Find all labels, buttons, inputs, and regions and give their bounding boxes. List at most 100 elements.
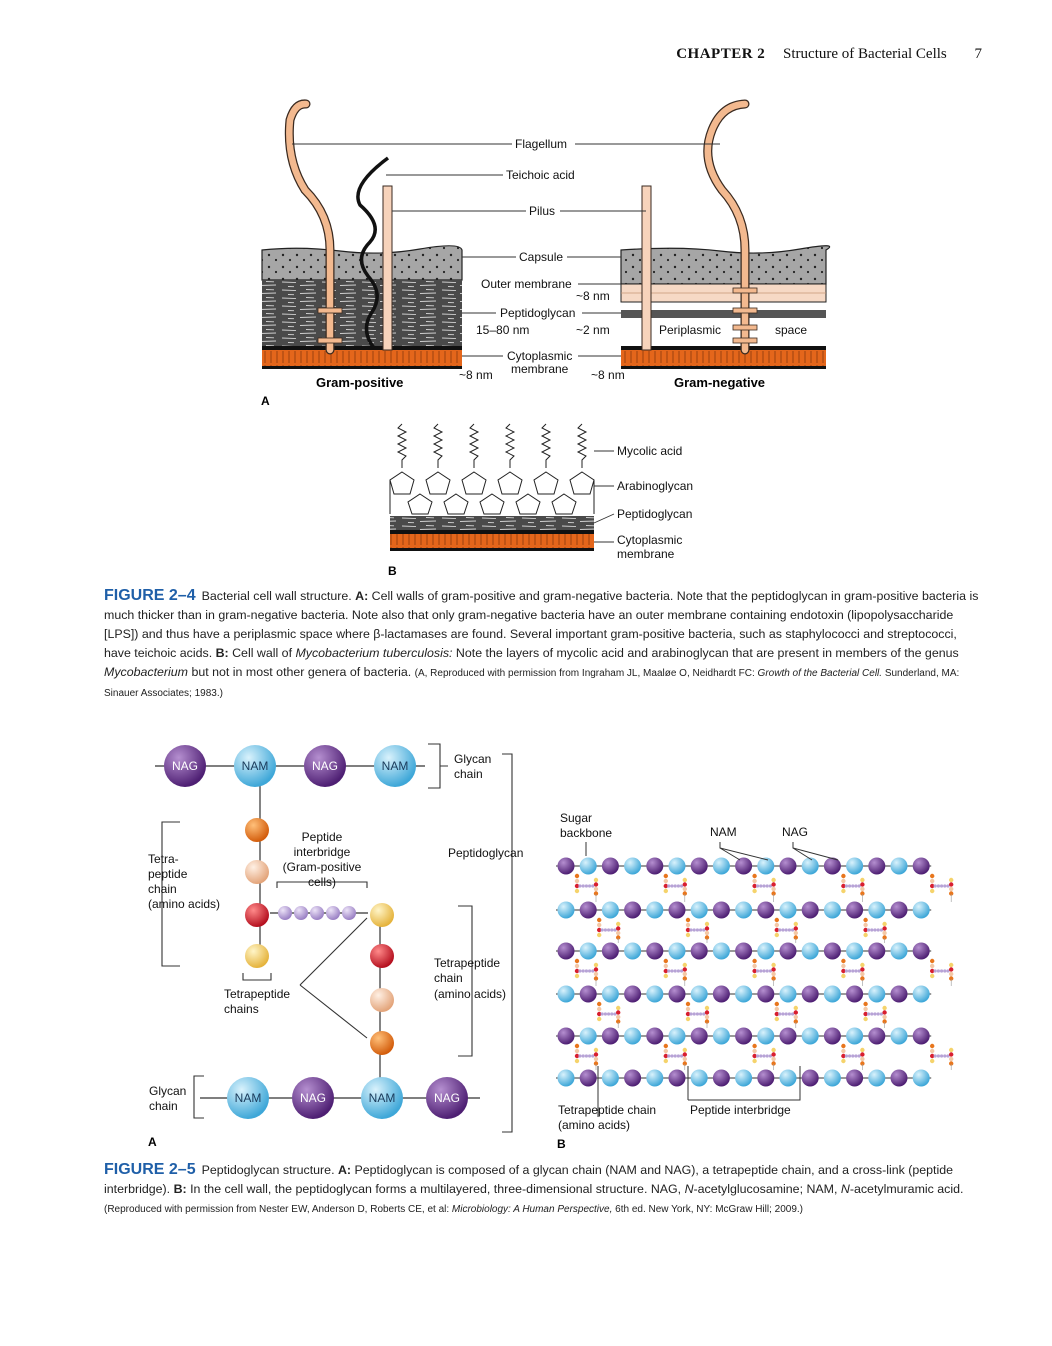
label-gram-negative: Gram-negative xyxy=(674,375,765,390)
running-header: CHAPTER 2 Structure of Bacterial Cells 7 xyxy=(676,46,982,63)
nag-bead xyxy=(868,857,886,875)
nam-bead xyxy=(757,1027,775,1045)
tetrapeptide-bead xyxy=(616,1014,621,1020)
label-flagellum: Flagellum xyxy=(515,137,567,151)
nag-bead xyxy=(601,857,619,875)
interbridge-bead xyxy=(844,884,849,888)
nag-bead xyxy=(868,942,886,960)
tetrapeptide-bead xyxy=(593,1061,599,1066)
tetrapeptide-bead xyxy=(841,973,846,979)
tetrapeptide-bead xyxy=(771,1052,776,1057)
label-tetrapeptide-chain-right: Tetrapeptide xyxy=(434,956,500,970)
nag-bead xyxy=(668,901,686,919)
tetrapeptide-bead xyxy=(574,1053,580,1059)
nam-bead xyxy=(735,901,753,919)
nam-label: NAM xyxy=(242,759,269,773)
tetrapeptide-bead xyxy=(597,1011,602,1017)
nag-bead xyxy=(890,985,908,1003)
tetrapeptide-bead xyxy=(793,1019,798,1024)
tetrapeptide-bead xyxy=(616,921,621,927)
interbridge-bead xyxy=(873,1012,877,1016)
tetrapeptide-bead xyxy=(685,922,691,928)
label-periplasmic: Periplasmic xyxy=(659,323,721,337)
label-space: space xyxy=(775,323,807,337)
label-glycan-chain-bottom: Glycan xyxy=(149,1084,186,1098)
tetrapeptide-bead xyxy=(682,971,687,977)
interbridge-bead xyxy=(578,969,582,973)
tetrapeptide-bead xyxy=(616,935,621,940)
tetrapeptide-bead xyxy=(930,878,935,884)
tetrapeptide-bead xyxy=(663,968,668,974)
interbridge-bead xyxy=(943,1054,947,1058)
nag-bead xyxy=(735,942,753,960)
tetrapeptide-bead xyxy=(949,882,954,887)
interbridge-bead xyxy=(603,928,608,932)
label-mycolic-acid: Mycolic acid xyxy=(617,444,682,458)
nag-bead xyxy=(912,857,930,875)
tetrapeptide-bead xyxy=(685,932,691,938)
tetrapeptide-bead xyxy=(574,1043,580,1049)
tetrapeptide-bead xyxy=(774,917,779,923)
tetrapeptide-bead xyxy=(685,1016,691,1022)
tetrapeptide-bead xyxy=(682,967,687,972)
tetrapeptide-bead xyxy=(949,877,954,883)
nam-bead xyxy=(712,1027,730,1045)
interbridge-bead xyxy=(946,969,950,973)
nam-bead xyxy=(712,857,730,875)
nam-bead xyxy=(735,1069,753,1087)
label-arabinoglycan: Arabinoglycan xyxy=(617,479,693,493)
label-teichoic-acid: Teichoic acid xyxy=(506,168,575,182)
tetrapeptide-bead xyxy=(663,883,668,889)
interbridge-bead xyxy=(844,1054,849,1058)
label-8nm-right: ~8 nm xyxy=(591,368,625,382)
label-peptide-interbridge: Peptide xyxy=(302,830,343,844)
svg-text:cells): cells) xyxy=(308,875,336,889)
svg-text:(amino acids): (amino acids) xyxy=(434,987,506,1001)
interbridge-bead xyxy=(613,1012,617,1016)
tetrapeptide-bead xyxy=(752,1053,757,1059)
tetrapeptide-bead xyxy=(774,1011,779,1017)
tetrapeptide-bead xyxy=(616,926,621,931)
interbridge-bead xyxy=(584,884,589,888)
tetrapeptide-bead xyxy=(752,1048,757,1054)
nag-bead xyxy=(757,985,775,1003)
nam-bead xyxy=(846,942,864,960)
svg-text:chains: chains xyxy=(224,1002,259,1016)
nag-bead xyxy=(646,942,664,960)
label-sugar-backbone: Sugar xyxy=(560,811,592,825)
nag-label: NAG xyxy=(172,759,198,773)
tetrapeptide-bead xyxy=(663,888,668,894)
panel-b-label-5: B xyxy=(557,1137,566,1151)
tetrapeptide-bead xyxy=(682,1052,687,1057)
interbridge-bead xyxy=(667,884,671,888)
tetrapeptide-bead xyxy=(841,1043,846,1049)
tetrapeptide-bead xyxy=(949,1047,954,1053)
interbridge-bead xyxy=(695,928,700,932)
label-2nm: ~2 nm xyxy=(576,323,610,337)
tetrapeptide-bead xyxy=(771,967,776,972)
interbridge-bead xyxy=(781,928,785,932)
tetrapeptide-bead xyxy=(574,873,580,879)
interbridge-bead xyxy=(848,1054,852,1058)
tetrapeptide-bead xyxy=(930,873,935,879)
nag-bead xyxy=(846,1069,864,1087)
tetrapeptide-bead xyxy=(597,922,602,928)
tetrapeptide-bead xyxy=(793,1014,798,1020)
interbridge-bead xyxy=(756,1054,760,1058)
interbridge-bead xyxy=(676,1054,681,1058)
tetrapeptide-bead xyxy=(841,958,846,964)
interbridge-bead xyxy=(581,1054,585,1058)
interbridge-bead xyxy=(680,969,684,973)
label-15-80nm: 15–80 nm xyxy=(476,323,529,337)
nag-bead xyxy=(868,1027,886,1045)
tetrapeptide-bead xyxy=(882,935,887,940)
nam-label: NAM xyxy=(382,759,409,773)
tetrapeptide-bead xyxy=(682,882,687,887)
label-nam-b: NAM xyxy=(710,825,737,839)
tetrapeptide-bead xyxy=(752,958,757,964)
label-cytoplasmic: Cytoplasmic xyxy=(507,349,572,363)
nag-bead xyxy=(735,1027,753,1045)
tetrapeptide-bead xyxy=(593,891,599,896)
interbridge-bead xyxy=(867,1012,871,1016)
tetrapeptide-bead xyxy=(682,1061,687,1066)
